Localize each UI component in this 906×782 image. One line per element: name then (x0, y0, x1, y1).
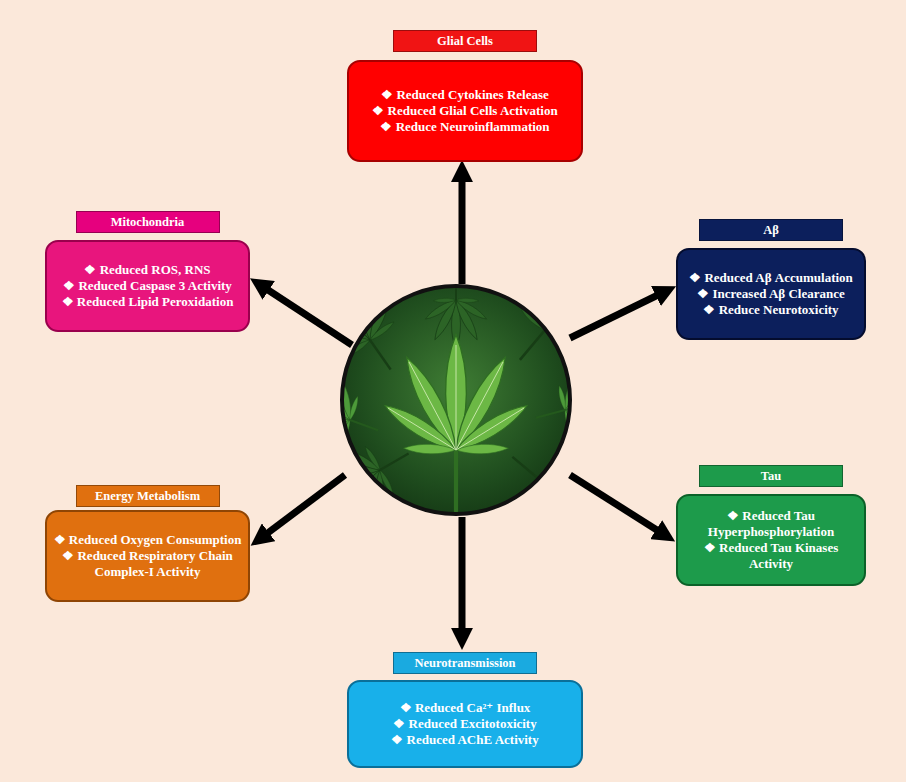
category-heading: Tau (699, 465, 843, 487)
effect-list: ❖ Reduced Cytokines Release❖ Reduced Gli… (347, 60, 583, 162)
effect-item: ❖ Reduced AChE Activity (355, 732, 575, 748)
effect-item: ❖ Reduced Caspase 3 Activity (53, 278, 242, 294)
effect-item: ❖ Reduced Oxygen Consumption (53, 532, 242, 548)
effect-item: ❖ Reduced Lipid Peroxidation (53, 294, 242, 310)
effect-item: ❖ Reduce Neurotoxicity (684, 302, 858, 318)
effect-box: Tau ❖ Reduced Tau Hyperphosphorylation❖ R… (676, 465, 866, 586)
category-heading: Energy Metabolism (76, 485, 220, 507)
effect-item: ❖ Reduced Tau Kinases Activity (684, 540, 858, 573)
effect-item: ❖ Reduce Neuroinflammation (355, 119, 575, 135)
effect-box: Mitochondria❖ Reduced ROS, RNS❖ Reduced … (45, 211, 250, 332)
effect-box: Energy Metabolism ❖ Reduced Oxygen Consum… (45, 485, 250, 602)
effect-item: ❖ Reduced Ca²⁺ Influx (355, 700, 575, 716)
effect-item: ❖ Reduced Tau Hyperphosphorylation (684, 508, 858, 541)
effect-list: ❖ Reduced Ca²⁺ Influx❖ Reduced Excitotox… (347, 680, 583, 768)
cannabis-photo (286, 245, 627, 555)
category-heading: Glial Cells (393, 30, 537, 52)
effect-item: ❖ Reduced Aβ Accumulation (684, 270, 858, 286)
effect-item: ❖ Reduced Glial Cells Activation (355, 103, 575, 119)
effect-box: Neurotransmission❖ Reduced Ca²⁺ Influx❖ … (347, 652, 583, 768)
effect-item: ❖ Reduced Cytokines Release (355, 87, 575, 103)
category-heading: Mitochondria (76, 211, 220, 233)
effect-item: ❖ Increased Aβ Clearance (684, 286, 858, 302)
arrows (265, 178, 660, 632)
effect-list: ❖ Reduced Oxygen Consumption❖ Reduced Re… (45, 510, 250, 602)
category-heading: Aβ (699, 219, 843, 241)
effect-box: Aβ ❖ Reduced Aβ Accumulation❖ Increased A… (676, 219, 866, 340)
effect-item: ❖ Reduced Excitotoxicity (355, 716, 575, 732)
effect-item: ❖ Reduced ROS, RNS (53, 262, 242, 278)
effect-list: ❖ Reduced ROS, RNS❖ Reduced Caspase 3 Ac… (45, 240, 250, 332)
category-heading: Neurotransmission (393, 652, 537, 674)
effect-list: ❖ Reduced Aβ Accumulation❖ Increased Aβ … (676, 248, 866, 340)
effect-list: ❖ Reduced Tau Hyperphosphorylation❖ Redu… (676, 494, 866, 586)
effect-box: Glial Cells❖ Reduced Cytokines Release❖ … (347, 30, 583, 162)
effect-item: ❖ Reduced Respiratory Chain Complex-I Ac… (53, 548, 242, 581)
